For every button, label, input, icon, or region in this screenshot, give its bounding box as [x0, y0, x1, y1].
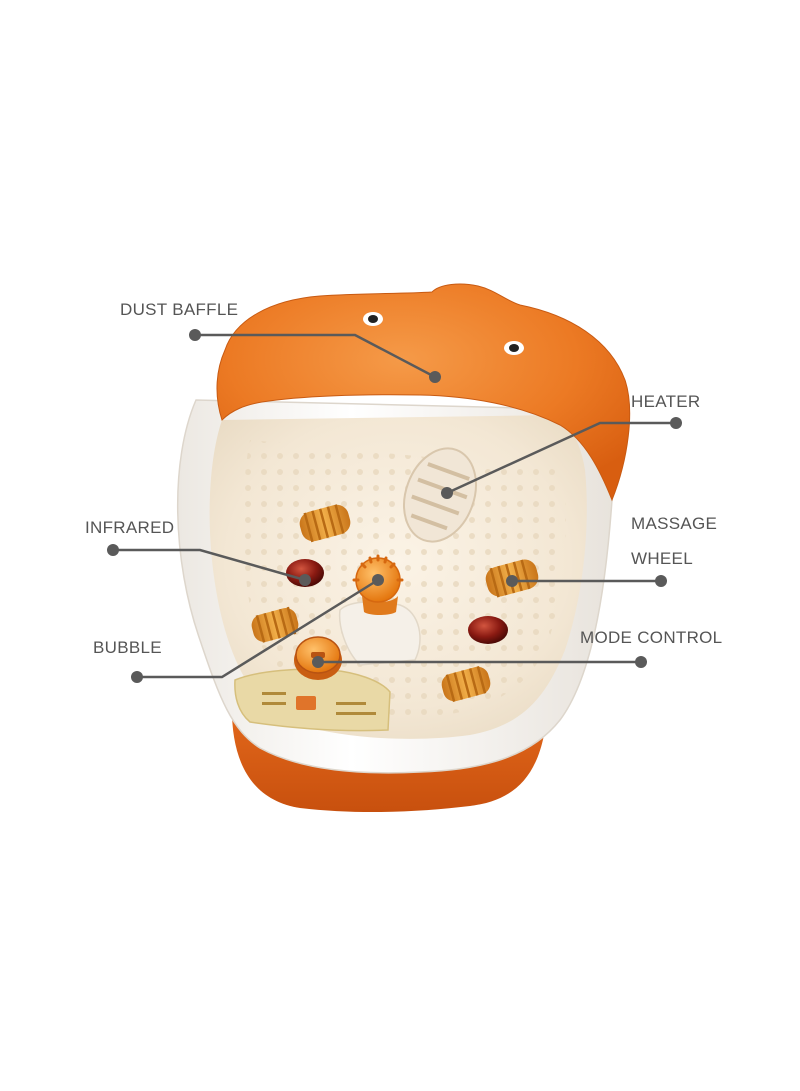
- heater-grill: [403, 447, 477, 543]
- callout-mode-control: MODE CONTROL: [580, 628, 723, 647]
- callout-massage-wheel-line1: MASSAGE: [631, 514, 718, 533]
- leader-infrared: [113, 548, 306, 582]
- control-panel: [234, 668, 391, 732]
- callout-massage-wheel-line2: WHEEL: [631, 549, 693, 568]
- callout-dust-baffle: DUST BAFFLE: [120, 300, 239, 319]
- dust-baffle-lid: [216, 283, 631, 502]
- infrared-lamps: [286, 559, 508, 644]
- leader-dust-baffle: [195, 333, 436, 379]
- callout-infrared: INFRARED: [85, 518, 175, 537]
- leader-heater: [446, 421, 676, 495]
- leader-dots: [107, 329, 682, 683]
- callout-bubble: BUBBLE: [93, 638, 162, 657]
- leader-bubble: [137, 578, 379, 679]
- callout-heater: HEATER: [631, 392, 701, 411]
- leader-lines: [113, 333, 676, 679]
